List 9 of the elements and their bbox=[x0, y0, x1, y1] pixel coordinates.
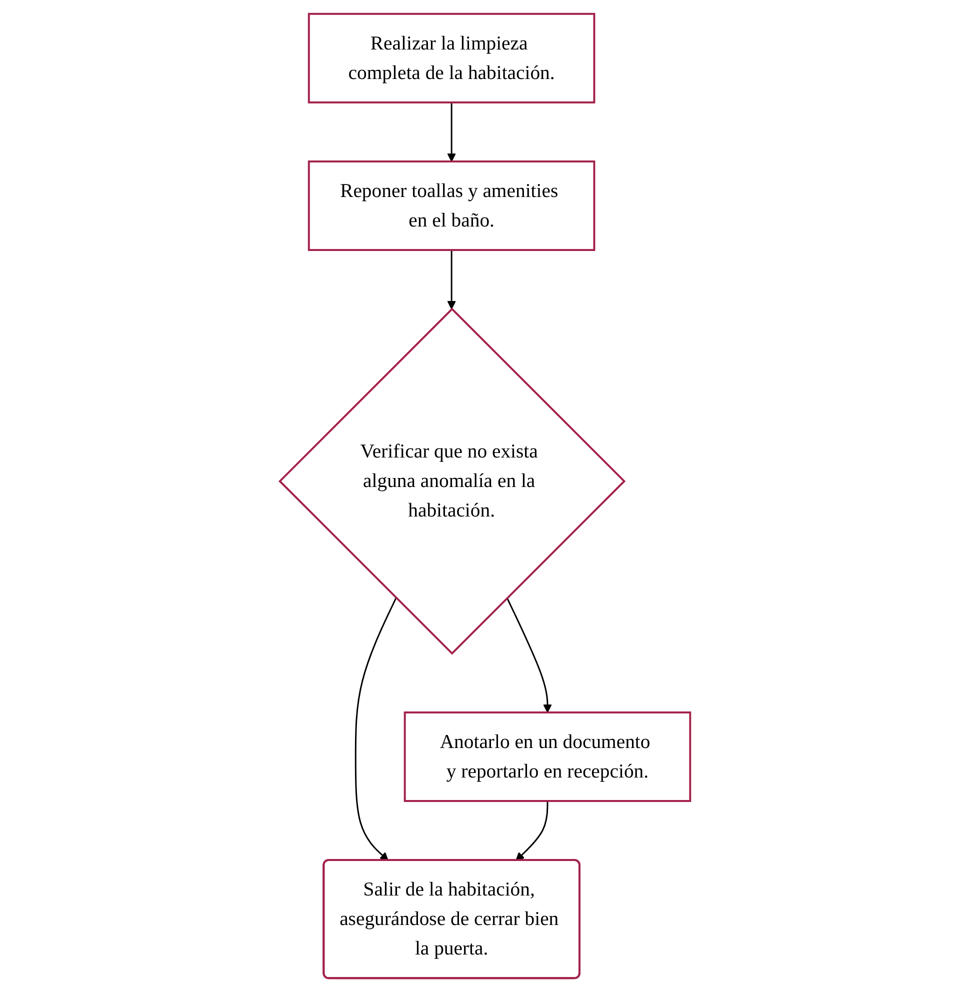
arrow bbox=[506, 598, 552, 713]
node-diamond: Verificar que no exista alguna anomalía en la habitación. bbox=[278, 308, 626, 655]
node-box: Anotarlo en un documento y reportarlo en recepción. bbox=[404, 711, 692, 802]
arrow bbox=[447, 102, 456, 162]
arrow bbox=[447, 250, 456, 310]
arrow bbox=[516, 801, 548, 861]
node-box: Realizar la limpieza completa de la habitación. bbox=[308, 12, 596, 104]
node-box: Reponer toallas y amenities en el baño. bbox=[308, 160, 596, 252]
arrow bbox=[354, 598, 397, 861]
